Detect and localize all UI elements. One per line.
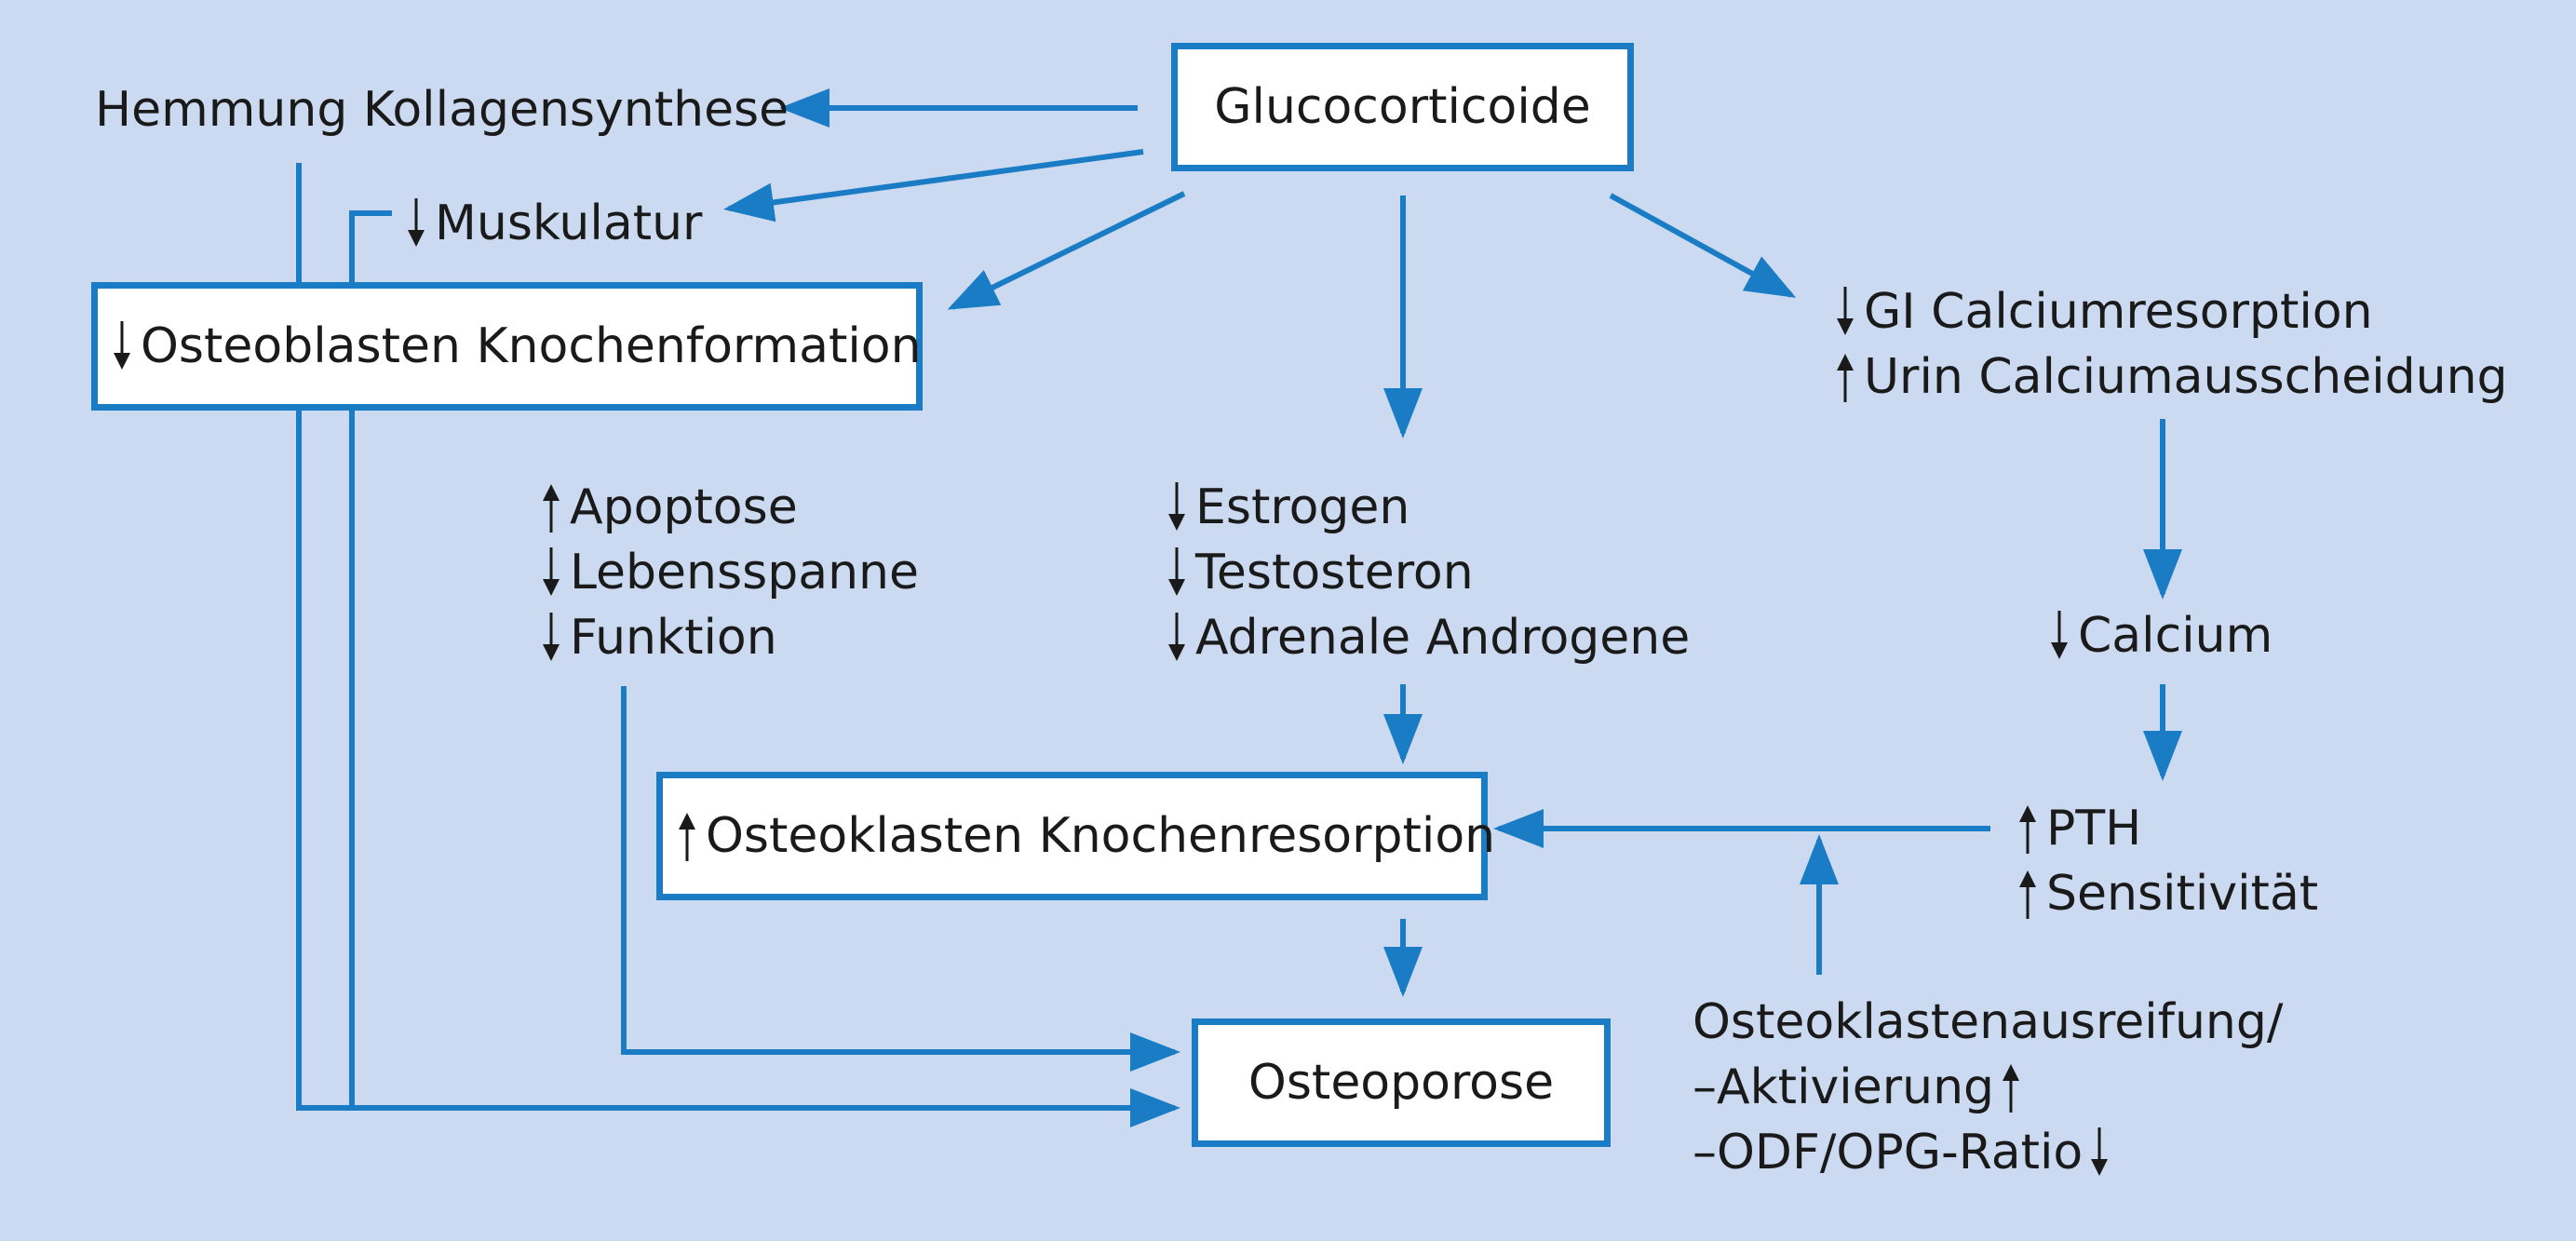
calcium-text: Calcium (2078, 608, 2273, 664)
funktion-text: Funktion (570, 610, 777, 666)
osteoporose-label: Osteoporose (1248, 1055, 1555, 1111)
arrow-up-icon (2000, 1060, 2022, 1114)
arrow-down-icon (540, 611, 562, 665)
osteoblasten-label: Osteoblasten Knochenformation (141, 318, 922, 374)
muskulatur-label: Muskulatur (405, 191, 702, 256)
arrow-apoptose-to-osteoporose (621, 686, 1180, 1072)
urin-calcium-text: Urin Calciumausscheidung (1864, 349, 2508, 405)
apoptose-text: Apoptose (570, 479, 798, 535)
glucocorticoide-box: Glucocorticoide (1171, 43, 1634, 171)
osteoblast-effects-group: Apoptose Lebensspanne Funktion (540, 475, 919, 670)
osteoklastenausreifung-group: Osteoklastenausreifung/ –Aktivierung –OD… (1693, 990, 2283, 1185)
hormones-group: Estrogen Testosteron Adrenale Androgene (1166, 475, 1690, 670)
calcium-excretion-group: GI Calciumresorption Urin Calciumaussche… (1834, 279, 2508, 410)
arrow-down-icon (405, 196, 427, 250)
muskulatur-text: Muskulatur (435, 196, 703, 251)
arrow-up-icon (2016, 867, 2039, 921)
arrow-gluco-to-muskulatur (723, 149, 1144, 223)
line-muskulatur-to-osteoporose (349, 210, 392, 1108)
osteoporose-box: Osteoporose (1192, 1018, 1611, 1147)
hemmung-kollagensynthese-label: Hemmung Kollagensynthese (95, 77, 789, 142)
arrow-down-icon (1166, 611, 1188, 665)
pth-group: PTH Sensitivität (2016, 796, 2318, 926)
ausreifung-text: Osteoklastenausreifung/ (1693, 994, 2284, 1050)
arrow-down-icon (1166, 546, 1188, 600)
osteoklasten-label: Osteoklasten Knochenresorption (706, 808, 1496, 864)
pth-text: PTH (2046, 801, 2142, 857)
arrow-hemmung-to-osteoporose (296, 163, 1180, 1127)
sensitivitaet-text: Sensitivität (2046, 866, 2319, 922)
arrow-up-icon (676, 809, 698, 863)
arrow-up-icon (2016, 802, 2039, 856)
lebensspanne-text: Lebensspanne (570, 545, 919, 600)
estrogen-text: Estrogen (1195, 479, 1410, 535)
hemmung-text: Hemmung Kollagensynthese (95, 82, 789, 138)
calcium-label: Calcium (2048, 603, 2273, 668)
adrenale-text: Adrenale Androgene (1195, 610, 1691, 666)
arrow-down-icon (540, 546, 562, 600)
arrow-up-icon (1834, 350, 1856, 404)
arrow-down-icon (2048, 609, 2070, 663)
arrow-down-icon (2088, 1126, 2111, 1180)
arrow-gluco-to-gi-calcium (1609, 193, 1797, 298)
arrow-down-icon (1166, 480, 1188, 534)
arrow-up-icon (540, 480, 562, 534)
arrow-down-icon (1834, 285, 1856, 339)
arrow-down-icon (111, 319, 133, 373)
gi-calcium-text: GI Calciumresorption (1864, 284, 2373, 340)
glucocorticoide-label: Glucocorticoide (1214, 79, 1591, 135)
testosteron-text: Testosteron (1195, 545, 1474, 600)
osteoblasten-box: Osteoblasten Knochenformation (91, 282, 923, 411)
osteoklasten-box: Osteoklasten Knochenresorption (656, 772, 1495, 900)
arrow-gluco-to-osteoblasten (947, 191, 1186, 310)
aktivierung-text: –Aktivierung (1693, 1059, 1995, 1115)
odf-ratio-text: –ODF/OPG-Ratio (1693, 1125, 2084, 1180)
